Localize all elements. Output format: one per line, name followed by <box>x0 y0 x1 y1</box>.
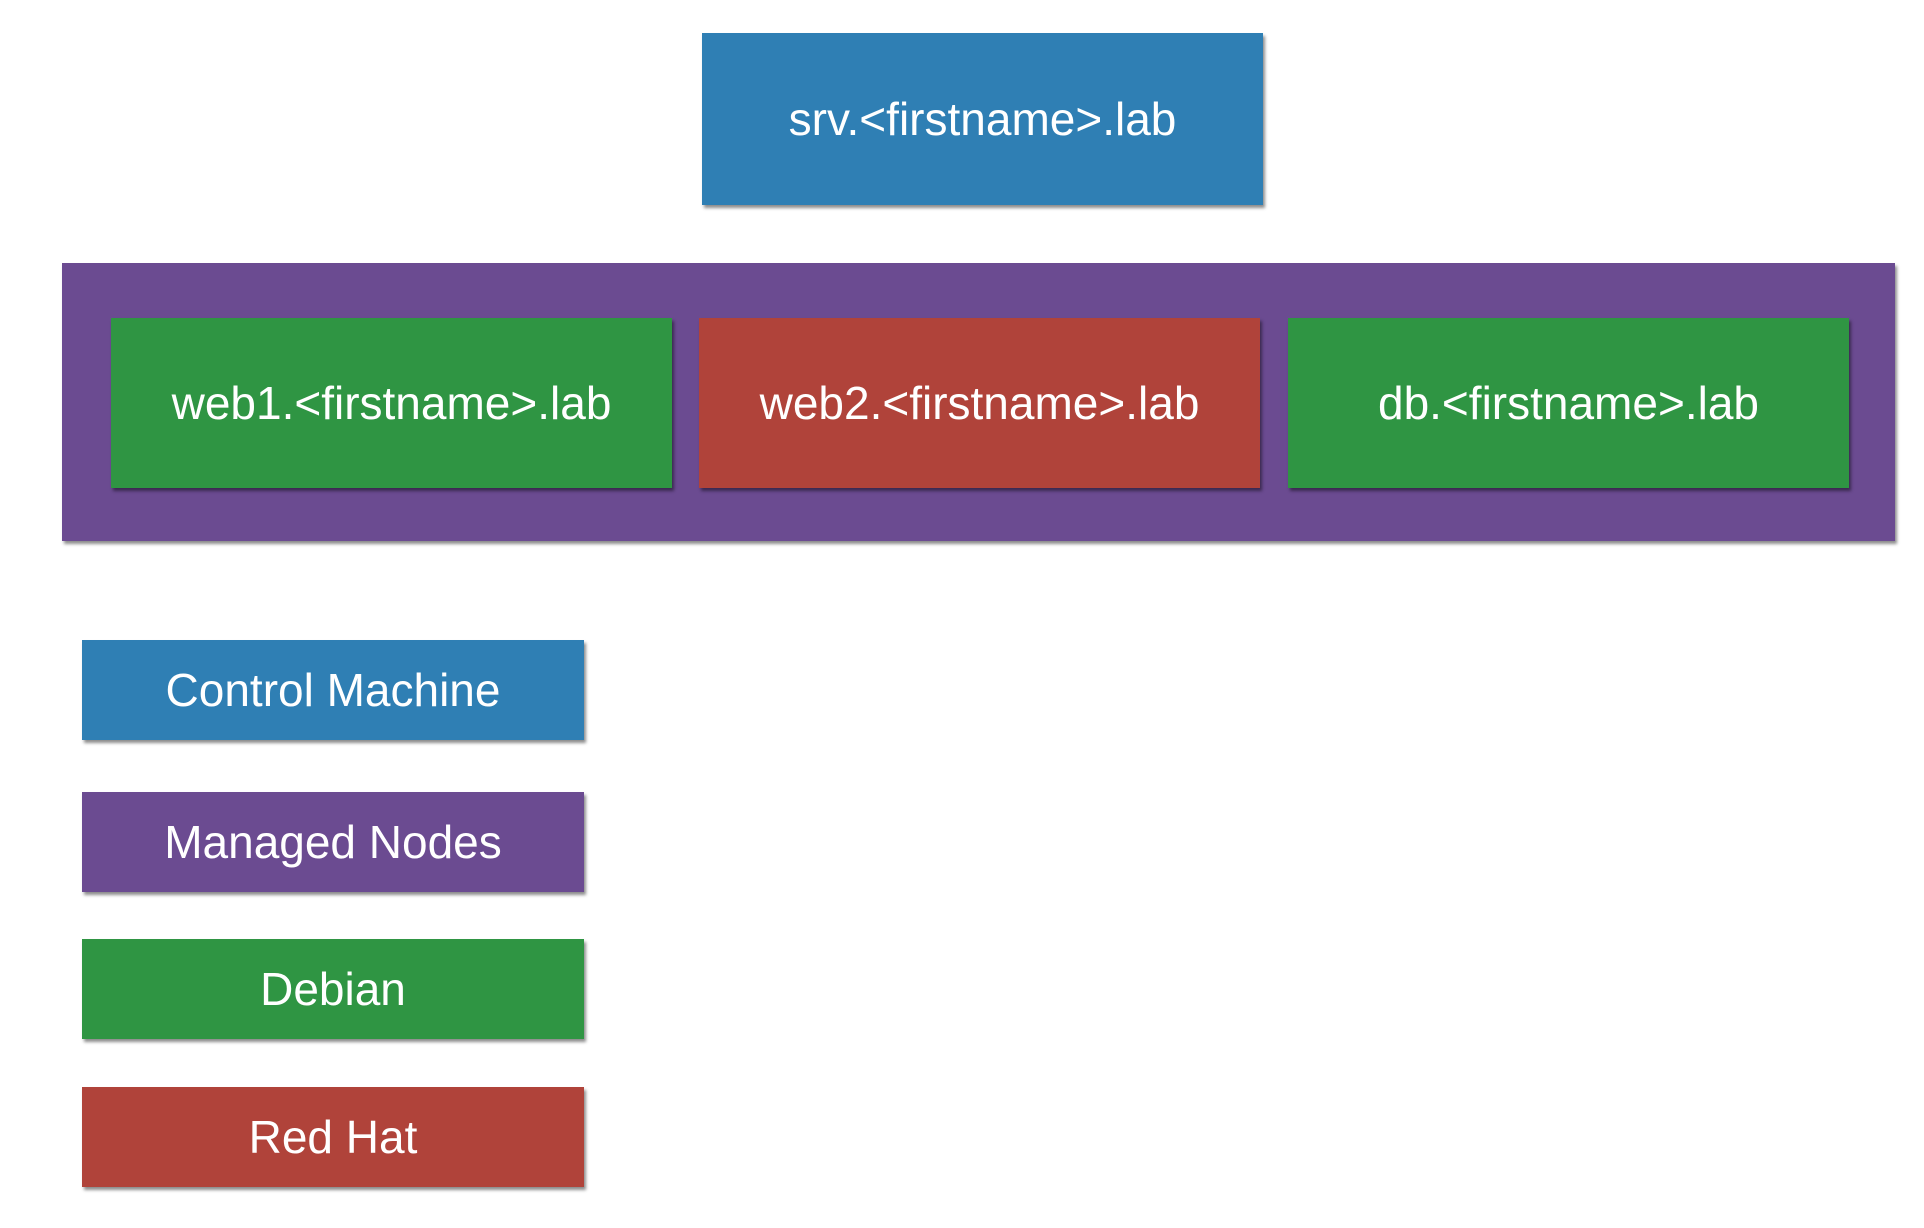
legend-debian-label: Debian <box>260 963 406 1015</box>
control-machine-node: srv.<firstname>.lab <box>702 33 1263 205</box>
web1-node: web1.<firstname>.lab <box>111 318 672 488</box>
legend-red-hat-label: Red Hat <box>248 1111 418 1163</box>
legend-debian: Debian <box>82 939 584 1039</box>
legend-managed-nodes-label: Managed Nodes <box>164 816 502 868</box>
legend-control-machine: Control Machine <box>82 640 584 740</box>
web2-node: web2.<firstname>.lab <box>699 318 1260 488</box>
web2-node-label: web2.<firstname>.lab <box>759 377 1200 429</box>
web1-node-label: web1.<firstname>.lab <box>171 377 612 429</box>
legend-managed-nodes: Managed Nodes <box>82 792 584 892</box>
control-machine-node-label: srv.<firstname>.lab <box>788 93 1177 145</box>
db-node-label: db.<firstname>.lab <box>1377 377 1759 429</box>
db-node: db.<firstname>.lab <box>1288 318 1849 488</box>
legend-control-machine-label: Control Machine <box>165 664 501 716</box>
legend-red-hat: Red Hat <box>82 1087 584 1187</box>
